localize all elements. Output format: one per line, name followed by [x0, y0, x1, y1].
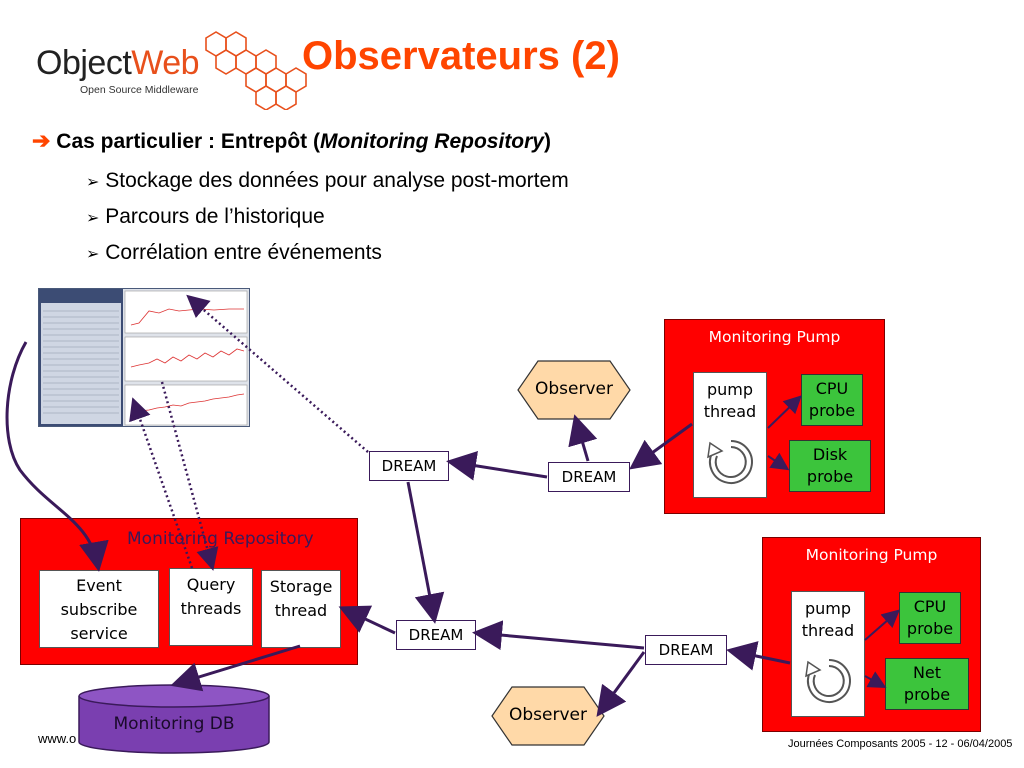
logo-text-object: Object [36, 44, 132, 82]
arrow-bullet-icon: ➔ [32, 128, 51, 153]
monitoring-repository-title: Monitoring Repository [127, 529, 314, 549]
loop-icon [805, 659, 851, 703]
main-bullet-italic: Monitoring Repository [320, 130, 544, 153]
dream-box-repo-store: DREAM [396, 620, 476, 650]
sub-bullet-3: ➢ Corrélation entre événements [86, 241, 382, 265]
pump-thread-1: pump thread [693, 372, 767, 498]
chevron-bullet-icon: ➢ [86, 246, 100, 263]
main-bullet-suffix: ) [544, 130, 551, 153]
cpu-probe-2: CPU probe [899, 592, 961, 644]
footer-right: Journées Composants 2005 - 12 - 06/04/20… [788, 738, 1013, 750]
arrow-dream2-to-observer [596, 651, 646, 717]
sub-bullet-1: ➢ Stockage des données pour analyse post… [86, 169, 569, 193]
disk-probe: Disk probe [789, 440, 871, 492]
sub-bullet-2: ➢ Parcours de l’historique [86, 205, 325, 229]
storage-thread: Storage thread [261, 570, 341, 648]
main-bullet: ➔ Cas particulier : Entrepôt (Monitoring… [32, 128, 551, 154]
sub-bullet-text: Corrélation entre événements [105, 241, 382, 264]
logo-text-web: Web [131, 44, 200, 82]
main-bullet-prefix: Cas particulier : Entrepôt ( [56, 130, 320, 153]
chevron-bullet-icon: ➢ [86, 174, 100, 191]
monitoring-db-label: Monitoring DB [113, 714, 235, 734]
observer-bottom-label: Observer [509, 705, 587, 725]
monitoring-repository: Monitoring Repository Event subscribe se… [20, 518, 358, 665]
chevron-bullet-icon: ➢ [86, 210, 100, 227]
arrow-dream1-to-observer [568, 414, 598, 462]
observer-top-label: Observer [535, 379, 613, 399]
net-probe: Net probe [885, 658, 969, 710]
monitoring-pump-1-title: Monitoring Pump [708, 328, 841, 346]
observer-top: Observer [516, 360, 632, 420]
dream-box-pump1: DREAM [548, 462, 630, 492]
monitoring-pump-1: Monitoring Pump pump thread CPU probe Di… [664, 319, 885, 514]
monitoring-pump-2: Monitoring Pump pump thread CPU probe Ne… [762, 537, 981, 732]
logo-subtitle: Open Source Middleware [80, 84, 199, 96]
loop-icon [707, 440, 753, 484]
arrow-dream1-to-repo-dream [446, 450, 548, 481]
arrow-repo-dream-down [406, 481, 445, 624]
monitoring-pump-2-title: Monitoring Pump [805, 546, 938, 564]
pump-thread-2-label: pump thread [801, 599, 855, 640]
monitoring-db: Monitoring DB [78, 684, 270, 754]
sub-bullet-text: Stockage des données pour analyse post-m… [105, 169, 569, 192]
event-subscribe-service: Event subscribe service [39, 570, 159, 648]
dream-box-repo-in: DREAM [369, 451, 449, 481]
arrow-dream2-to-repo-dream [472, 620, 645, 651]
footer-left: www.o [38, 731, 77, 746]
sub-bullet-text: Parcours de l’historique [105, 205, 325, 228]
cpu-probe-1: CPU probe [801, 374, 863, 426]
hexagon-logo-icon [205, 31, 307, 110]
pump-thread-2: pump thread [791, 591, 865, 717]
query-threads: Query threads [169, 568, 253, 646]
dream-box-pump2: DREAM [645, 635, 727, 665]
observer-bottom: Observer [490, 686, 606, 746]
pump-thread-1-label: pump thread [703, 380, 757, 421]
page-title: Observateurs (2) [302, 34, 620, 78]
logo: ObjectWeb Open Source Middleware [36, 31, 307, 110]
monitoring-screenshot-image [38, 288, 250, 427]
